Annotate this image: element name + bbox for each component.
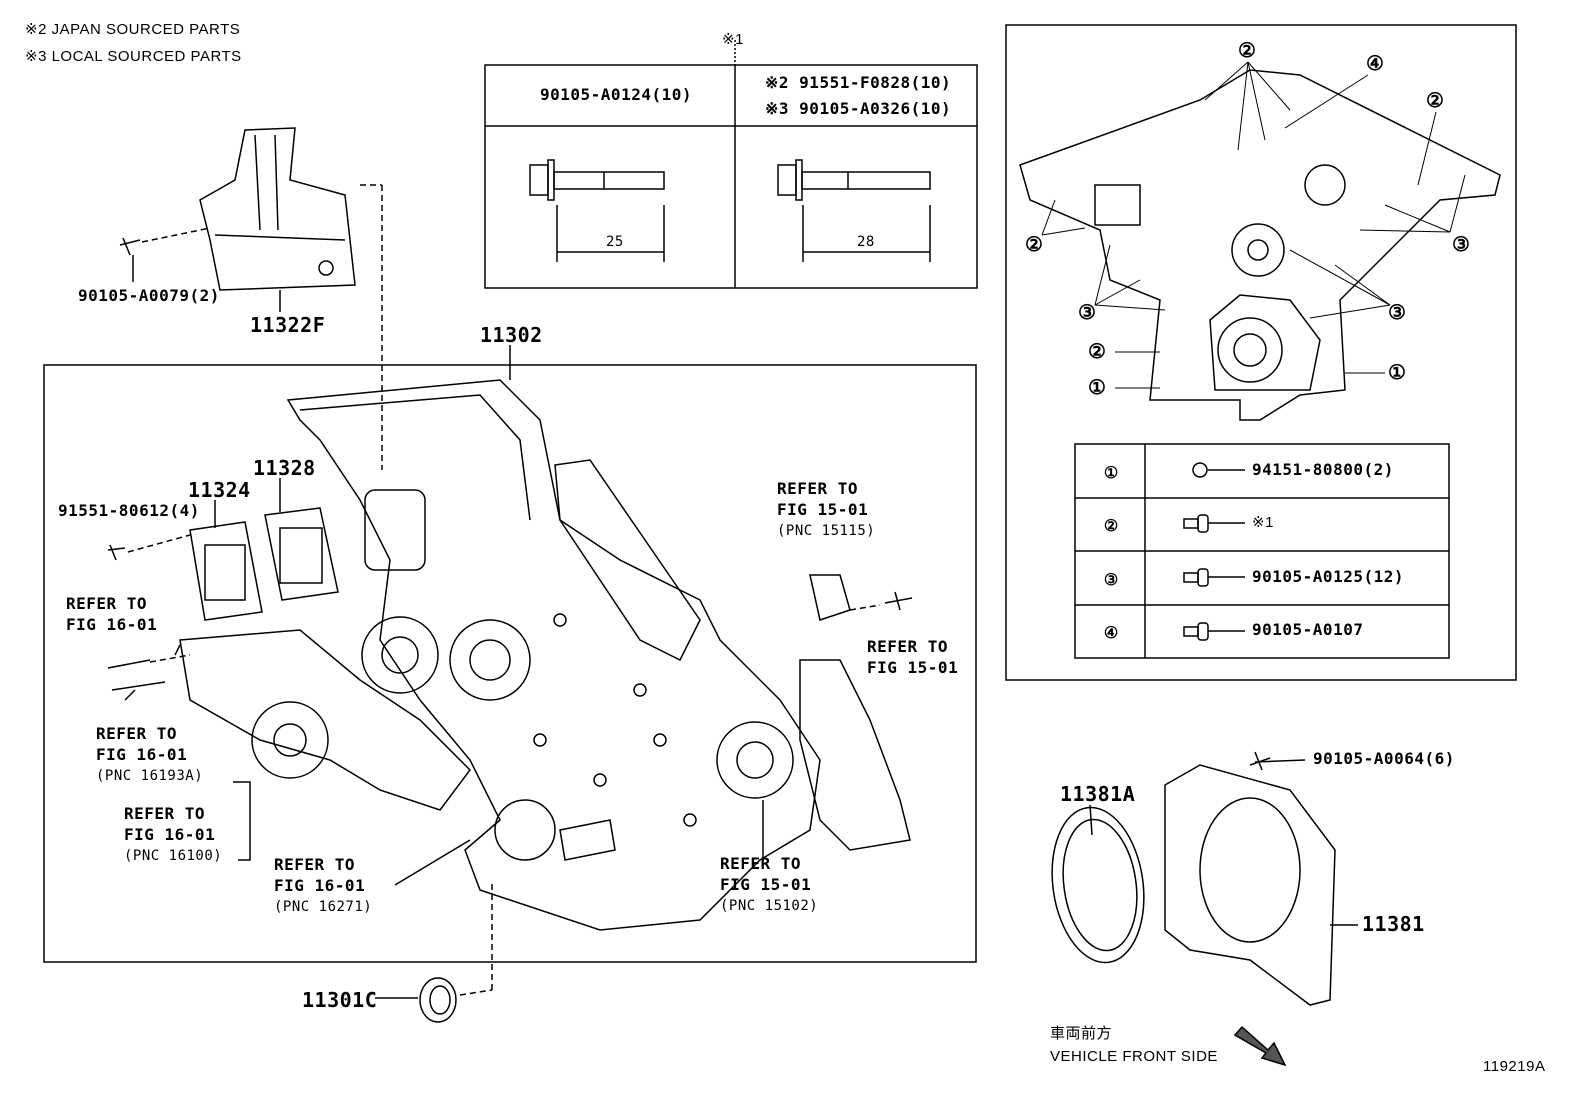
legend-num-1: ①	[1103, 462, 1119, 482]
refer-line1: REFER TO	[96, 724, 178, 743]
refer-line2: FIG 16-01	[124, 825, 216, 844]
refer-pnc-16193A[interactable]: REFER TO FIG 16-01 (PNC 16193A)	[96, 724, 204, 784]
timing-cover-drawing	[286, 379, 821, 931]
bolt-location-frame	[1005, 24, 1517, 681]
water-pump-drawing	[107, 629, 471, 886]
refer-pnc-16271[interactable]: REFER TO FIG 16-01 (PNC 16271)	[274, 855, 373, 915]
refer-line2: FIG 16-01	[66, 615, 158, 634]
callout-2: ②	[1426, 88, 1445, 112]
callout-2: ②	[1088, 339, 1107, 363]
refer-pnc: (PNC 15115)	[777, 523, 876, 539]
nut-icon	[1192, 462, 1245, 478]
legend-num-3: ③	[1103, 569, 1119, 589]
note-japan-sourced: ※2 JAPAN SOURCED PARTS	[25, 21, 241, 38]
legend-part-3[interactable]: 90105-A0125(12)	[1252, 567, 1404, 586]
bolt-spec-table	[484, 40, 978, 289]
refer-pnc-15102[interactable]: REFER TO FIG 15-01 (PNC 15102)	[720, 854, 819, 914]
refer-pnc: (PNC 16193A)	[96, 768, 204, 784]
bracket-11322F-drawing	[119, 127, 383, 470]
callout-2: ②	[1238, 38, 1257, 62]
legend-part-2[interactable]: ※1	[1252, 514, 1274, 531]
marker-1: ※1	[722, 31, 744, 48]
refer-line1: REFER TO	[124, 804, 206, 823]
refer-line1: REFER TO	[777, 479, 859, 498]
refer-line2: FIG 15-01	[867, 658, 959, 677]
part-11381A[interactable]: 11381A	[1060, 782, 1136, 806]
bolt-right-part-local[interactable]: ※3 90105-A0326(10)	[765, 99, 952, 118]
callout-3: ③	[1078, 300, 1097, 324]
seal-11301C-drawing	[375, 880, 493, 1023]
part-11324[interactable]: 11324	[188, 478, 251, 502]
refer-pnc: (PNC 16271)	[274, 899, 373, 915]
refer-line1: REFER TO	[867, 637, 949, 656]
refer-line1: REFER TO	[720, 854, 802, 873]
oil-seal-11381A-drawing	[1051, 804, 1145, 964]
gasket-drawings	[107, 478, 339, 621]
part-91551-80612[interactable]: 91551-80612(4)	[58, 501, 200, 520]
retainer-11381-drawing	[1164, 751, 1358, 1006]
part-11328[interactable]: 11328	[253, 456, 316, 480]
flange-bolt-icon	[529, 159, 665, 262]
refer-line1: REFER TO	[274, 855, 356, 874]
part-11322F[interactable]: 11322F	[250, 313, 326, 337]
legend-part-4[interactable]: 90105-A0107	[1252, 620, 1364, 639]
refer-line2: FIG 15-01	[777, 500, 869, 519]
bolt-icon	[1183, 514, 1245, 533]
bolt-left-length: 25	[606, 234, 624, 250]
refer-pnc: (PNC 16100)	[124, 848, 223, 864]
bolt-icon	[1183, 568, 1245, 587]
refer-fig-15-01-b[interactable]: REFER TO FIG 15-01	[867, 639, 958, 676]
refer-line2: FIG 16-01	[274, 876, 366, 895]
callout-3: ③	[1388, 300, 1407, 324]
note-local-sourced: ※3 LOCAL SOURCED PARTS	[25, 48, 242, 65]
refer-pnc-15115[interactable]: REFER TO FIG 15-01 (PNC 15115)	[777, 479, 876, 539]
legend-num-4: ④	[1103, 622, 1119, 642]
bolt-legend-table	[1074, 443, 1450, 659]
figure-id: 119219A	[1483, 1058, 1546, 1075]
oil-pump-drawing	[716, 574, 913, 858]
refer-pnc: (PNC 15102)	[720, 898, 819, 914]
direction-label-jp: 車両前方	[1050, 1025, 1113, 1042]
bolt-left-part[interactable]: 90105-A0124(10)	[540, 85, 692, 104]
bolt-right-part-japan[interactable]: ※2 91551-F0828(10)	[765, 73, 952, 92]
refer-pnc-16100[interactable]: REFER TO FIG 16-01 (PNC 16100)	[124, 804, 223, 864]
callout-1: ①	[1388, 360, 1407, 384]
part-11381[interactable]: 11381	[1362, 912, 1425, 936]
bolt-right-length: 28	[857, 234, 875, 250]
bolt-icon	[1183, 622, 1245, 641]
refer-line2: FIG 15-01	[720, 875, 812, 894]
flange-bolt-icon	[777, 159, 931, 262]
callout-1: ①	[1088, 375, 1107, 399]
refer-fig-16-01-a[interactable]: REFER TO FIG 16-01	[66, 596, 157, 633]
part-11302[interactable]: 11302	[480, 323, 543, 347]
front-direction-arrow-icon	[1233, 1025, 1287, 1067]
callout-2: ②	[1025, 232, 1044, 256]
part-90105-A0064[interactable]: 90105-A0064(6)	[1313, 749, 1455, 768]
callout-4: ④	[1366, 51, 1385, 75]
legend-num-2: ②	[1103, 515, 1119, 535]
direction-label-en: VEHICLE FRONT SIDE	[1050, 1048, 1218, 1065]
part-11301C[interactable]: 11301C	[302, 988, 378, 1012]
callout-3: ③	[1452, 232, 1471, 256]
refer-line2: FIG 16-01	[96, 745, 188, 764]
refer-line1: REFER TO	[66, 594, 148, 613]
legend-part-1[interactable]: 94151-80800(2)	[1252, 460, 1394, 479]
bolt-location-engine-drawing	[1019, 61, 1501, 421]
part-90105-A0079[interactable]: 90105-A0079(2)	[78, 286, 220, 305]
